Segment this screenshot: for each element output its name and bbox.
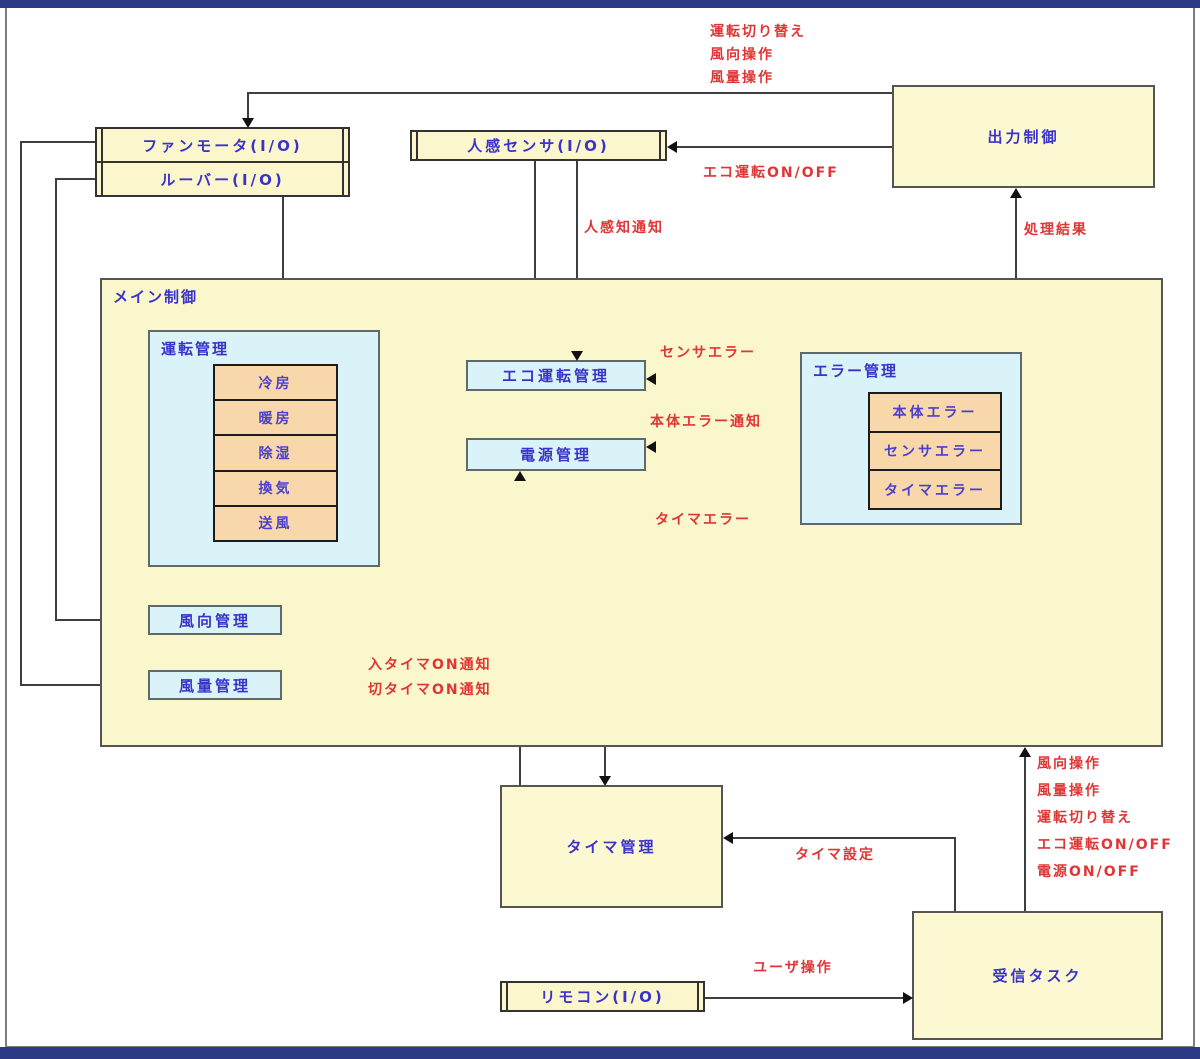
label-rtm-wind-vol: 風量操作 <box>1037 783 1101 799</box>
edge-windvol-left-h <box>20 684 148 686</box>
label-rtm-power: 電源ON/OFF <box>1037 864 1141 880</box>
label-process-result: 処理結果 <box>1024 222 1088 238</box>
label-timer-on: 入タイマON通知 切タイマON通知 <box>368 653 492 703</box>
edge-sensor-to-eco-plain <box>534 160 536 360</box>
mode-cooling-label: 冷房 <box>258 375 293 392</box>
error-mgmt-label: エラー管理 <box>813 362 899 380</box>
edge-remote-to-receive <box>705 997 903 999</box>
label-rtm-wind-dir: 風向操作 <box>1037 756 1101 772</box>
arrowhead-body-error <box>646 441 656 453</box>
receive-task-label: 受信タスク <box>992 967 1083 985</box>
bottom-frame-bar <box>0 1047 1200 1059</box>
arrowhead-sensor-error <box>646 373 656 385</box>
human-sensor-label: 人感センサ(I/O) <box>467 137 610 155</box>
arrowhead-into-output <box>1010 188 1022 198</box>
mode-cooling: 冷房 <box>213 364 338 402</box>
label-timer-set: タイマ設定 <box>795 847 875 863</box>
louver-label: ルーバー(I/O) <box>160 170 285 189</box>
wind-dir-mgmt-box: 風向管理 <box>148 605 282 635</box>
error-timer: タイマエラー <box>868 469 1002 511</box>
power-mgmt-label: 電源管理 <box>519 446 592 464</box>
wind-vol-mgmt-box: 風量管理 <box>148 670 282 700</box>
timer-mgmt-box: タイマ管理 <box>500 785 723 908</box>
label-op-switch: 運転切り替え <box>710 24 806 40</box>
edge-receive-to-timer-v <box>954 837 956 911</box>
label-user-op: ユーザ操作 <box>753 960 833 976</box>
wind-dir-mgmt-label: 風向管理 <box>178 611 251 630</box>
remote-label: リモコン(I/O) <box>540 988 665 1006</box>
error-timer-label: タイマエラー <box>884 482 986 499</box>
edge-output-to-fanmotor-h <box>248 92 892 94</box>
mode-fan-label: 送風 <box>258 516 293 533</box>
remote-box: リモコン(I/O) <box>500 981 705 1012</box>
edge-receive-to-main <box>1024 756 1026 911</box>
receive-task-box: 受信タスク <box>912 911 1163 1040</box>
label-rtm-op-switch: 運転切り替え <box>1037 810 1133 826</box>
error-sensor: センサエラー <box>868 430 1002 472</box>
fan-motor-label: ファンモータ(I/O) <box>142 136 303 155</box>
error-sensor-label: センサエラー <box>884 444 986 460</box>
label-human-detect: 人感知通知 <box>584 220 664 236</box>
edge-fanmotor-windvol-v <box>20 141 22 684</box>
label-wind-vol-op: 風量操作 <box>710 70 774 86</box>
edge-receive-to-timer-h <box>733 837 956 839</box>
label-timer-on-in: 入タイマON通知 <box>368 657 492 673</box>
label-timer-on-off: 切タイマON通知 <box>368 682 492 698</box>
edge-fanmotor-left-h <box>20 141 95 143</box>
operation-mode-stack: 冷房 暖房 除湿 換気 送風 <box>213 364 338 543</box>
output-control-box: 出力制御 <box>892 85 1155 188</box>
label-timer-error: タイマエラー <box>655 512 751 528</box>
eco-mgmt-label: エコ運転管理 <box>501 367 610 385</box>
arrowhead-into-sensor <box>667 141 677 153</box>
edge-output-to-sensor <box>677 146 892 148</box>
fan-motor-box: ファンモータ(I/O) <box>95 127 350 163</box>
power-mgmt-box: 電源管理 <box>466 438 646 471</box>
label-eco-on-off: エコ運転ON/OFF <box>703 165 839 181</box>
arrowhead-into-power <box>514 471 526 481</box>
edge-output-to-fanmotor-v <box>247 92 249 120</box>
mode-dehumidify: 除湿 <box>213 434 338 472</box>
error-body-label: 本体エラー <box>892 405 978 422</box>
mode-dehumidify-label: 除湿 <box>258 446 293 462</box>
edge-main-to-output <box>1015 197 1017 278</box>
edge-louver-left-h <box>55 178 95 180</box>
main-control-label: メイン制御 <box>113 288 199 306</box>
mode-ventilate-label: 換気 <box>258 481 293 498</box>
edge-louver-to-operation <box>282 197 284 330</box>
label-body-error: 本体エラー通知 <box>650 414 762 430</box>
human-sensor-box: 人感センサ(I/O) <box>410 130 667 161</box>
label-receive-to-main: 風向操作 風量操作 運転切り替え エコ運転ON/OFF 電源ON/OFF <box>1037 751 1173 886</box>
label-sensor-error: センサエラー <box>660 345 756 361</box>
output-control-label: 出力制御 <box>987 128 1060 146</box>
wind-vol-mgmt-label: 風量管理 <box>178 676 251 695</box>
top-frame-bar <box>0 0 1200 8</box>
mode-heating: 暖房 <box>213 399 338 437</box>
arrowhead-timer-set <box>723 832 733 844</box>
label-rtm-eco: エコ運転ON/OFF <box>1037 837 1173 853</box>
edge-louver-winddir-v <box>55 178 57 619</box>
arrowhead-into-eco <box>571 351 583 361</box>
operation-mgmt-label: 運転管理 <box>161 340 230 358</box>
arrowhead-into-receive <box>903 992 913 1004</box>
arrowhead-into-fanmotor <box>242 118 254 128</box>
louver-box: ルーバー(I/O) <box>95 161 350 197</box>
mode-ventilate: 換気 <box>213 469 338 507</box>
error-type-stack: 本体エラー センサエラー タイマエラー <box>868 392 1002 511</box>
mode-fan: 送風 <box>213 504 338 543</box>
label-top-outputs: 運転切り替え 風向操作 風量操作 <box>710 21 806 90</box>
label-wind-dir-op: 風向操作 <box>710 47 774 63</box>
timer-mgmt-label: タイマ管理 <box>566 838 657 856</box>
error-body: 本体エラー <box>868 392 1002 433</box>
eco-mgmt-box: エコ運転管理 <box>466 360 646 391</box>
mode-heating-label: 暖房 <box>258 410 293 427</box>
edge-sensor-to-eco-notify <box>576 160 578 351</box>
arrowhead-into-main <box>1019 747 1031 757</box>
arrowhead-into-timer <box>599 776 611 786</box>
